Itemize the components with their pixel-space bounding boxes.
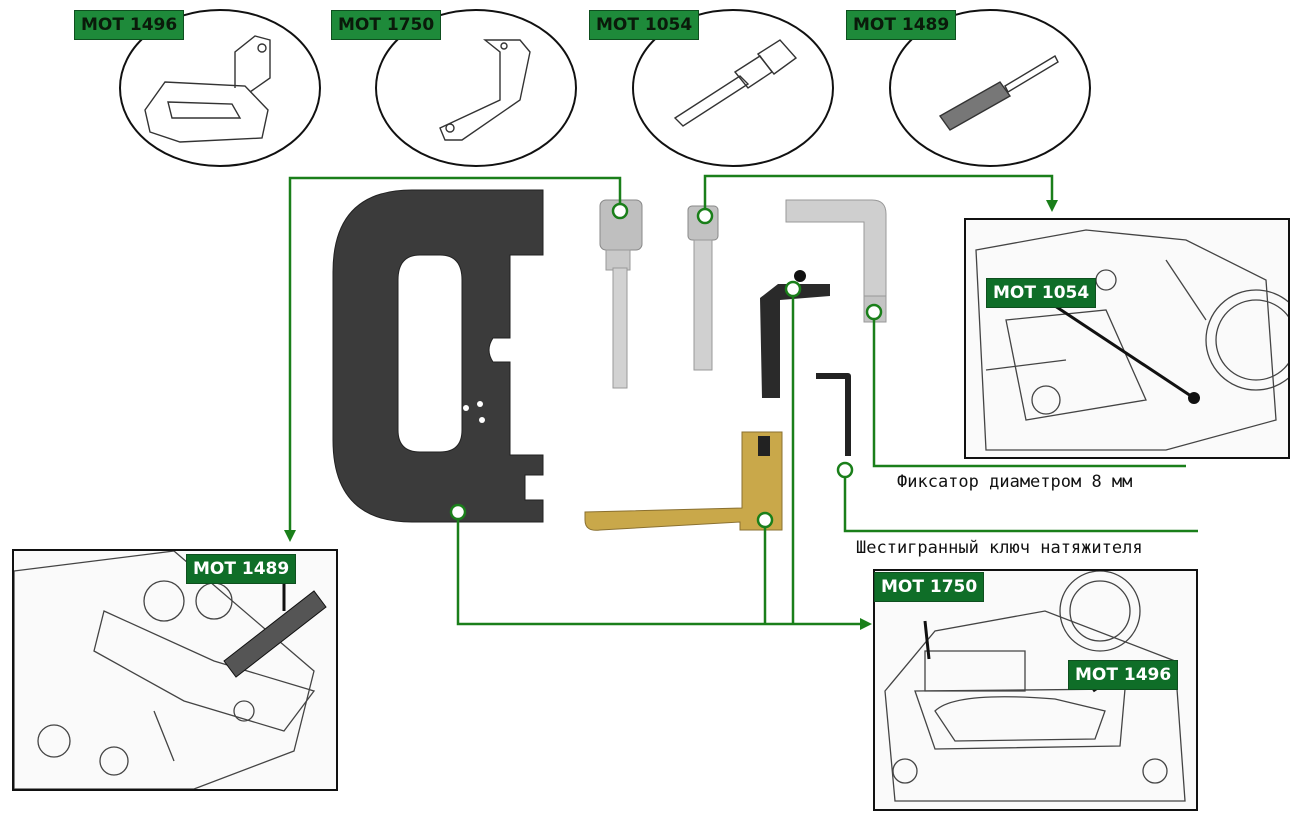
caption-hex-key: Шестигранный ключ натяжителя: [856, 538, 1143, 558]
inset-engine-bottom-left: [12, 549, 338, 791]
drawing-1054: [673, 39, 798, 127]
tool-circle-1054: [632, 9, 834, 167]
connector-lines: [288, 174, 1198, 626]
label-tool-1496: МОТ 1496: [74, 10, 185, 40]
engine-drawing-3: [884, 571, 1186, 802]
label-tool-1750: МОТ 1750: [331, 10, 442, 40]
inset-engine-bottom-right: [873, 569, 1198, 811]
drawing-1496: [144, 35, 271, 143]
setting-plate: [332, 189, 544, 523]
drawing-1489: [938, 55, 1059, 131]
label-tool-1054: МОТ 1054: [589, 10, 700, 40]
label-inset-1489: МОТ 1489: [186, 554, 297, 584]
inset-engine-top-right: [964, 218, 1290, 459]
pin-middle: [687, 205, 719, 371]
connector-arrows: [284, 200, 1058, 630]
caption-pin: Фиксатор диаметром 8 мм: [897, 472, 1133, 492]
connector-dots: [449, 202, 883, 529]
hex-key: [816, 373, 851, 456]
engine-drawing-2: [14, 551, 327, 789]
tool-circle-1750: [375, 9, 577, 167]
drawing-1750: [439, 39, 531, 141]
label-inset-1054: МОТ 1054: [986, 278, 1097, 308]
label-tool-1489: МОТ 1489: [846, 10, 957, 40]
label-inset-1496: МОТ 1496: [1068, 660, 1179, 690]
engine-drawing-1: [975, 229, 1288, 451]
l-rod: [785, 199, 887, 323]
brass-bracket: [584, 431, 783, 531]
pin-left: [599, 199, 643, 389]
dark-bracket: [760, 270, 830, 398]
label-inset-1750: МОТ 1750: [874, 572, 985, 602]
